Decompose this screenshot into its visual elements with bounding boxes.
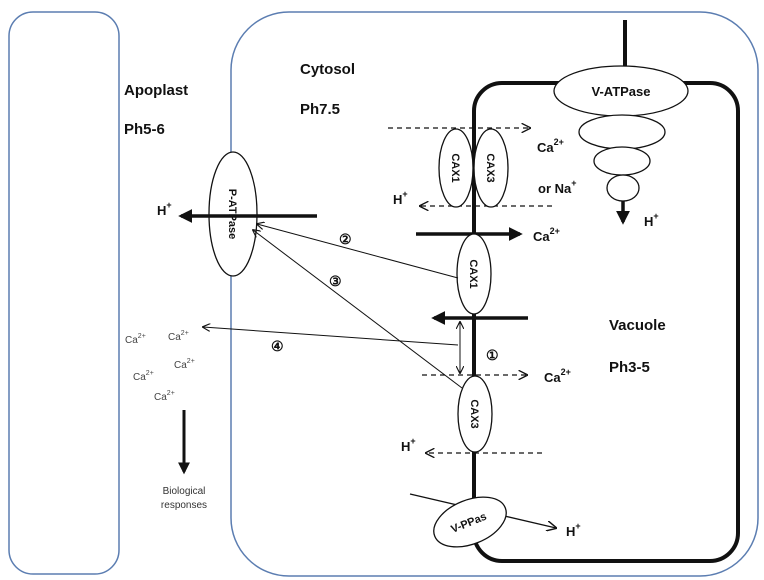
pathway-3-arrow — [253, 230, 463, 389]
pathway-2-marker: ② — [339, 231, 352, 247]
cax3-lower-transporter — [457, 375, 493, 453]
v-ppase-transporter — [433, 496, 507, 548]
apoplast-ph: Ph5-6 — [124, 121, 165, 138]
cax-ca-label: Ca2+ — [537, 137, 564, 155]
apoplast-ca-ion: Ca2+ — [125, 333, 146, 346]
apoplast-region — [8, 11, 120, 575]
v-atpase-label: V-ATPase — [591, 84, 650, 99]
pathway-4-marker: ④ — [271, 338, 284, 354]
cax3-lower-label: CAX3 — [468, 399, 480, 428]
cax3-h-label: H+ — [401, 436, 416, 454]
cax-na-label: or Na+ — [538, 178, 577, 196]
cytosol-ph: Ph7.5 — [300, 101, 340, 118]
v-atpase-subunit-3 — [606, 174, 640, 202]
pathway-4-arrow — [203, 327, 459, 346]
cax1-middle-transporter — [456, 233, 492, 315]
cytosol-label: Cytosol — [300, 61, 355, 78]
v-atpase-subunit-1 — [578, 114, 666, 150]
pathway-1-marker: ① — [486, 347, 499, 363]
v-ppase-h-label: H+ — [566, 521, 581, 539]
cax1-top-transporter — [438, 128, 474, 208]
v-atpase-subunit-2 — [593, 146, 651, 176]
cax1-middle-label: CAX1 — [467, 259, 479, 288]
vacuole-ph: Ph3-5 — [609, 359, 650, 376]
apoplast-ca-ion: Ca2+ — [154, 390, 175, 403]
cax1-top-label: CAX1 — [449, 153, 461, 182]
apoplast-ca-ion: Ca2+ — [174, 358, 195, 371]
cax1-ca-label: Ca2+ — [533, 226, 560, 244]
cax-top-h-label: H+ — [393, 189, 408, 207]
apoplast-ca-ion: Ca2+ — [168, 330, 189, 343]
p-atpase-label: P-ATPase — [226, 189, 238, 240]
pathway-3-marker: ③ — [329, 273, 342, 289]
vacuole-label: Vacuole — [609, 317, 666, 334]
cytosol-region — [230, 11, 759, 577]
v-atpase-h-label: H+ — [644, 211, 659, 229]
p-atpase-h-label: H+ — [157, 200, 172, 218]
cax3-top-transporter — [473, 128, 509, 208]
pathway-2-arrow — [257, 224, 459, 279]
p-atpase-transporter — [208, 151, 258, 277]
apoplast-label: Apoplast — [124, 82, 188, 99]
cax3-top-label: CAX3 — [484, 153, 496, 182]
apoplast-ca-ion: Ca2+ — [133, 370, 154, 383]
cax3-ca-label: Ca2+ — [544, 367, 571, 385]
